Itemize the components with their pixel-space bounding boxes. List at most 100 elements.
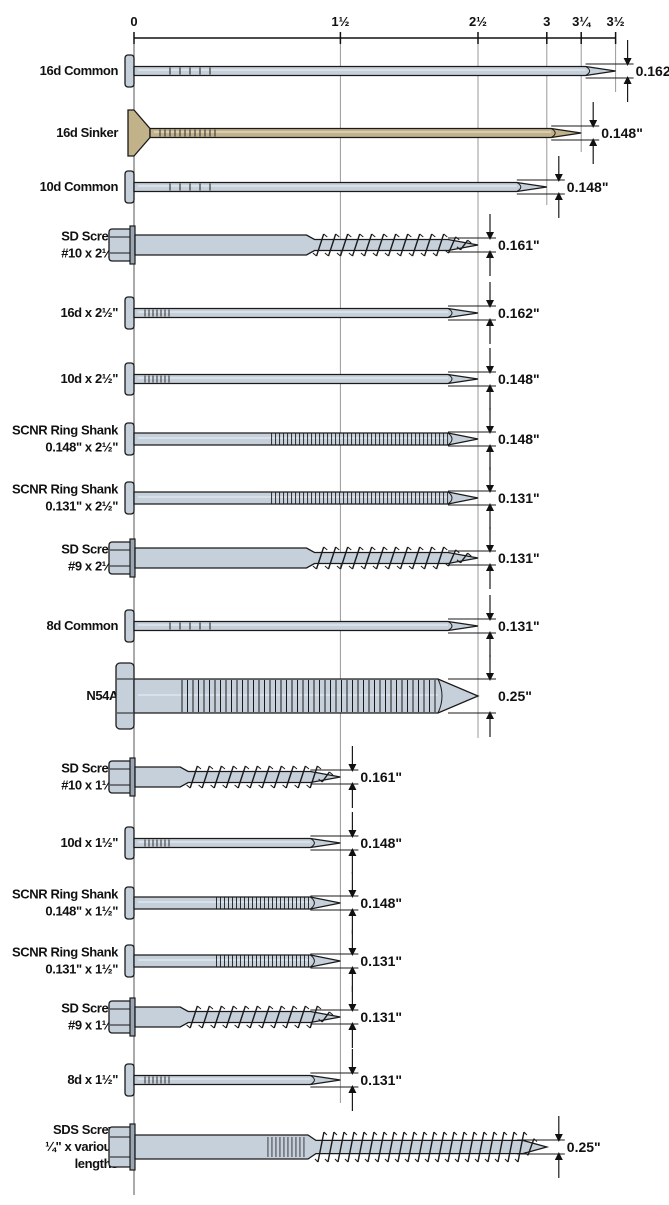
thread [435,233,445,257]
fastener-label-line: 16d x 2½" [61,305,119,320]
thread [459,552,469,564]
thread-crest [504,1131,518,1163]
nail-shank [133,432,479,446]
fastener-label-line: 0.131" x 2½" [45,499,118,514]
thread [351,233,361,257]
fastener-row: SD Screw#9 x 2½"0.131" [61,527,540,589]
thread [321,1011,330,1023]
nail-head [124,826,135,860]
scale-tick-label: 1½ [331,14,349,29]
thread [261,765,271,789]
thread [447,549,457,567]
thread-crest [186,1005,202,1029]
fastener-label-line: SDS Screw [53,1122,119,1137]
fastener-row: 8d Common 0.131" [46,595,540,657]
thread [317,1131,325,1163]
scale-tick-label: 3 [543,14,550,29]
thread-crest [456,239,472,251]
thread [189,765,199,789]
fastener-label-line: 16d Sinker [56,125,118,140]
fastener-label-line: 0.148" x 1½" [45,904,118,919]
thread [201,1005,211,1029]
fastener-label: 8d Common [46,618,118,633]
fastener-row: 10d x 2½"0.148" [61,348,540,410]
fastener-label: 10d Common [40,179,119,194]
tip-bevel [516,182,522,192]
thread-crest [318,771,334,783]
tip-bevel [310,954,315,968]
thread [339,546,349,570]
thread-crest [246,765,262,789]
thread [411,233,421,257]
thread [363,546,373,570]
diameter-value: 0.131" [360,1009,402,1025]
thread-crest [282,1005,298,1029]
fastener-label-line: 10d Common [40,179,119,194]
thread-crest [360,546,376,570]
nail-shank [149,127,582,139]
thread-crest [210,765,226,789]
thread-crest [336,546,352,570]
thread-crest [324,1131,338,1163]
diameter-value: 0.148" [360,835,402,851]
nail-head [124,609,135,643]
fastener-label-line: 8d x 1½" [67,1072,118,1087]
thread [375,546,385,570]
thread-crest [360,233,376,257]
thread [477,1131,485,1163]
tip-bevel [447,374,453,384]
fastener-label-line: SD Screw [61,542,119,557]
nail-shank [133,65,616,77]
fastener-label-line: #10 x 2½" [61,246,118,261]
tip-bevel [310,896,315,910]
tip-bevel [585,66,591,76]
fastener-label: 10d x 1½" [61,835,119,850]
thread-crest [404,1131,418,1163]
thread-crest [270,1005,286,1029]
thread-crest [234,1005,250,1029]
diameter-value: 0.131" [498,618,540,634]
thread-crest [336,233,352,257]
nail-shank [133,491,479,505]
thread-crest [234,765,250,789]
screw-shank [134,547,479,569]
washer [129,538,136,578]
thread [399,546,409,570]
thread [285,1005,295,1029]
thread-crest [372,546,388,570]
fastener-label-line: N54A [86,688,119,703]
thread [327,546,337,570]
thread-crest [464,1131,478,1163]
diameter-value: 0.131" [498,550,540,566]
thread [285,765,295,789]
thread [517,1131,525,1163]
thread-crest [186,765,202,789]
washer [129,997,136,1037]
thread [387,233,397,257]
thread [189,1005,199,1029]
thread-crest [258,1005,274,1029]
fastener-label: 16d Sinker [56,125,118,140]
thread-crest [270,765,286,789]
thread [363,233,373,257]
diameter-value: 0.162" [636,63,669,79]
thread-crest [444,1131,458,1163]
thread-crest [318,1011,334,1023]
thread [347,1131,355,1163]
nail-shank [133,837,341,849]
thread-crest [384,546,400,570]
thread-crest [408,546,424,570]
fastener-label: 10d x 2½" [61,371,119,386]
fastener-label: SD Screw#9 x 1½" [61,1001,119,1033]
thread-crest [344,1131,358,1163]
nail-shank [133,307,479,319]
